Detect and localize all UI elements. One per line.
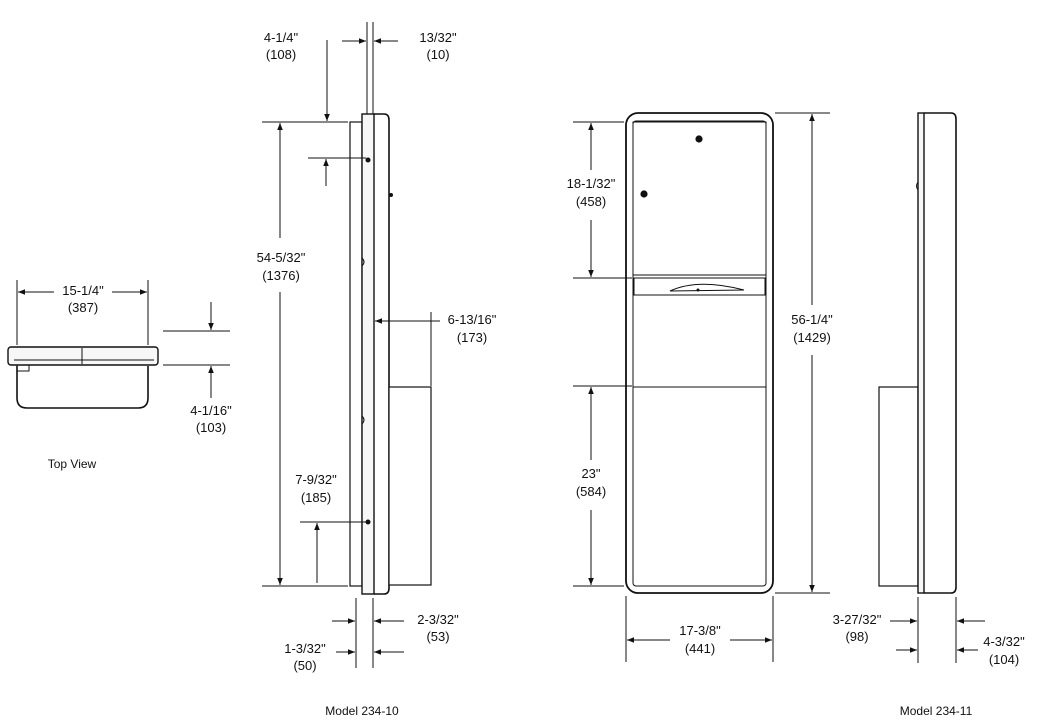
side-10-bottom-offset-dimension: 7-9/32" (185) xyxy=(295,472,366,583)
top-width-inch: 15-1/4" xyxy=(62,283,104,298)
top-view: 15-1/4" (387) 4-1/16" (103) Top View xyxy=(7,280,232,471)
side-11-front-dimension: 4-3/32" (104) xyxy=(896,634,1025,667)
front-width-inch: 17-3/8" xyxy=(679,623,721,638)
front-upper-dimension: 18-1/32" (458) xyxy=(567,121,632,279)
front-lower-inch: 23" xyxy=(581,466,600,481)
top-width-dimension: 15-1/4" (387) xyxy=(16,280,149,345)
side-10-top-offset-mm: (108) xyxy=(266,47,296,62)
side-10-hole-dimension xyxy=(308,157,366,186)
side-10-projection-inch: 6-13/16" xyxy=(448,312,497,327)
front-drawing xyxy=(625,112,774,594)
side-11-drawing xyxy=(878,112,957,594)
top-view-caption: Top View xyxy=(48,457,97,471)
front-view: 18-1/32" (458) 23" (584) 56-1/4" (1429) … xyxy=(567,112,833,662)
side-11-recess-dimension: 3-27/32" (98) xyxy=(833,597,985,663)
front-height-inch: 56-1/4" xyxy=(791,312,833,327)
side-10-projection-mm: (173) xyxy=(457,330,487,345)
side-view-model-234-10: 4-1/4" (108) 13/32" (10) 54-5/32" (1376)… xyxy=(257,22,497,718)
side-11-recess-inch: 3-27/32" xyxy=(833,612,882,627)
front-height-mm: (1429) xyxy=(793,330,831,345)
side-10-top-offset-dimension: 4-1/4" (108) xyxy=(262,30,348,123)
side-11-front-inch: 4-3/32" xyxy=(983,634,1025,649)
side-10-height-mm: (1376) xyxy=(262,268,300,283)
side-10-flange-dimension: 13/32" (10) xyxy=(342,30,457,62)
front-lower-mm: (584) xyxy=(576,484,606,499)
side-10-recess-mm: (53) xyxy=(426,629,449,644)
model-234-10-caption: Model 234-10 xyxy=(325,704,399,718)
side-10-top-offset-inch: 4-1/4" xyxy=(264,30,299,45)
side-10-drawing xyxy=(349,22,432,595)
side-10-height-inch: 54-5/32" xyxy=(257,250,306,265)
side-11-front-mm: (104) xyxy=(989,652,1019,667)
side-10-flange-mm: (10) xyxy=(426,47,449,62)
side-10-bottom-offset-mm: (185) xyxy=(301,490,331,505)
top-depth-mm: (103) xyxy=(196,420,226,435)
side-10-projection-dimension: 6-13/16" (173) xyxy=(375,312,497,386)
side-10-bottom-offset-inch: 7-9/32" xyxy=(295,472,337,487)
front-height-dimension: 56-1/4" (1429) xyxy=(775,112,833,594)
side-10-recess-inch: 2-3/32" xyxy=(417,612,459,627)
model-234-11-caption: Model 234-11 xyxy=(900,704,973,718)
front-upper-mm: (458) xyxy=(576,194,606,209)
side-10-front-mm: (50) xyxy=(293,658,316,673)
top-view-drawing xyxy=(7,346,159,409)
side-view-model-234-11: 3-27/32" (98) 4-3/32" (104) Model 234-11 xyxy=(833,112,1025,718)
side-10-flange-inch: 13/32" xyxy=(419,30,457,45)
side-10-recess-dimension: 2-3/32" (53) xyxy=(332,598,459,668)
front-width-mm: (441) xyxy=(685,641,715,656)
side-10-front-inch: 1-3/32" xyxy=(284,641,326,656)
top-depth-inch: 4-1/16" xyxy=(190,403,232,418)
top-depth-dimension: 4-1/16" (103) xyxy=(163,302,232,435)
side-10-front-dimension: 1-3/32" (50) xyxy=(284,641,404,673)
front-width-dimension: 17-3/8" (441) xyxy=(625,596,774,662)
front-upper-inch: 18-1/32" xyxy=(567,176,616,191)
side-11-recess-mm: (98) xyxy=(845,629,868,644)
front-lower-dimension: 23" (584) xyxy=(573,385,632,587)
side-10-height-dimension: 54-5/32" (1376) xyxy=(257,123,348,587)
top-width-mm: (387) xyxy=(68,300,98,315)
